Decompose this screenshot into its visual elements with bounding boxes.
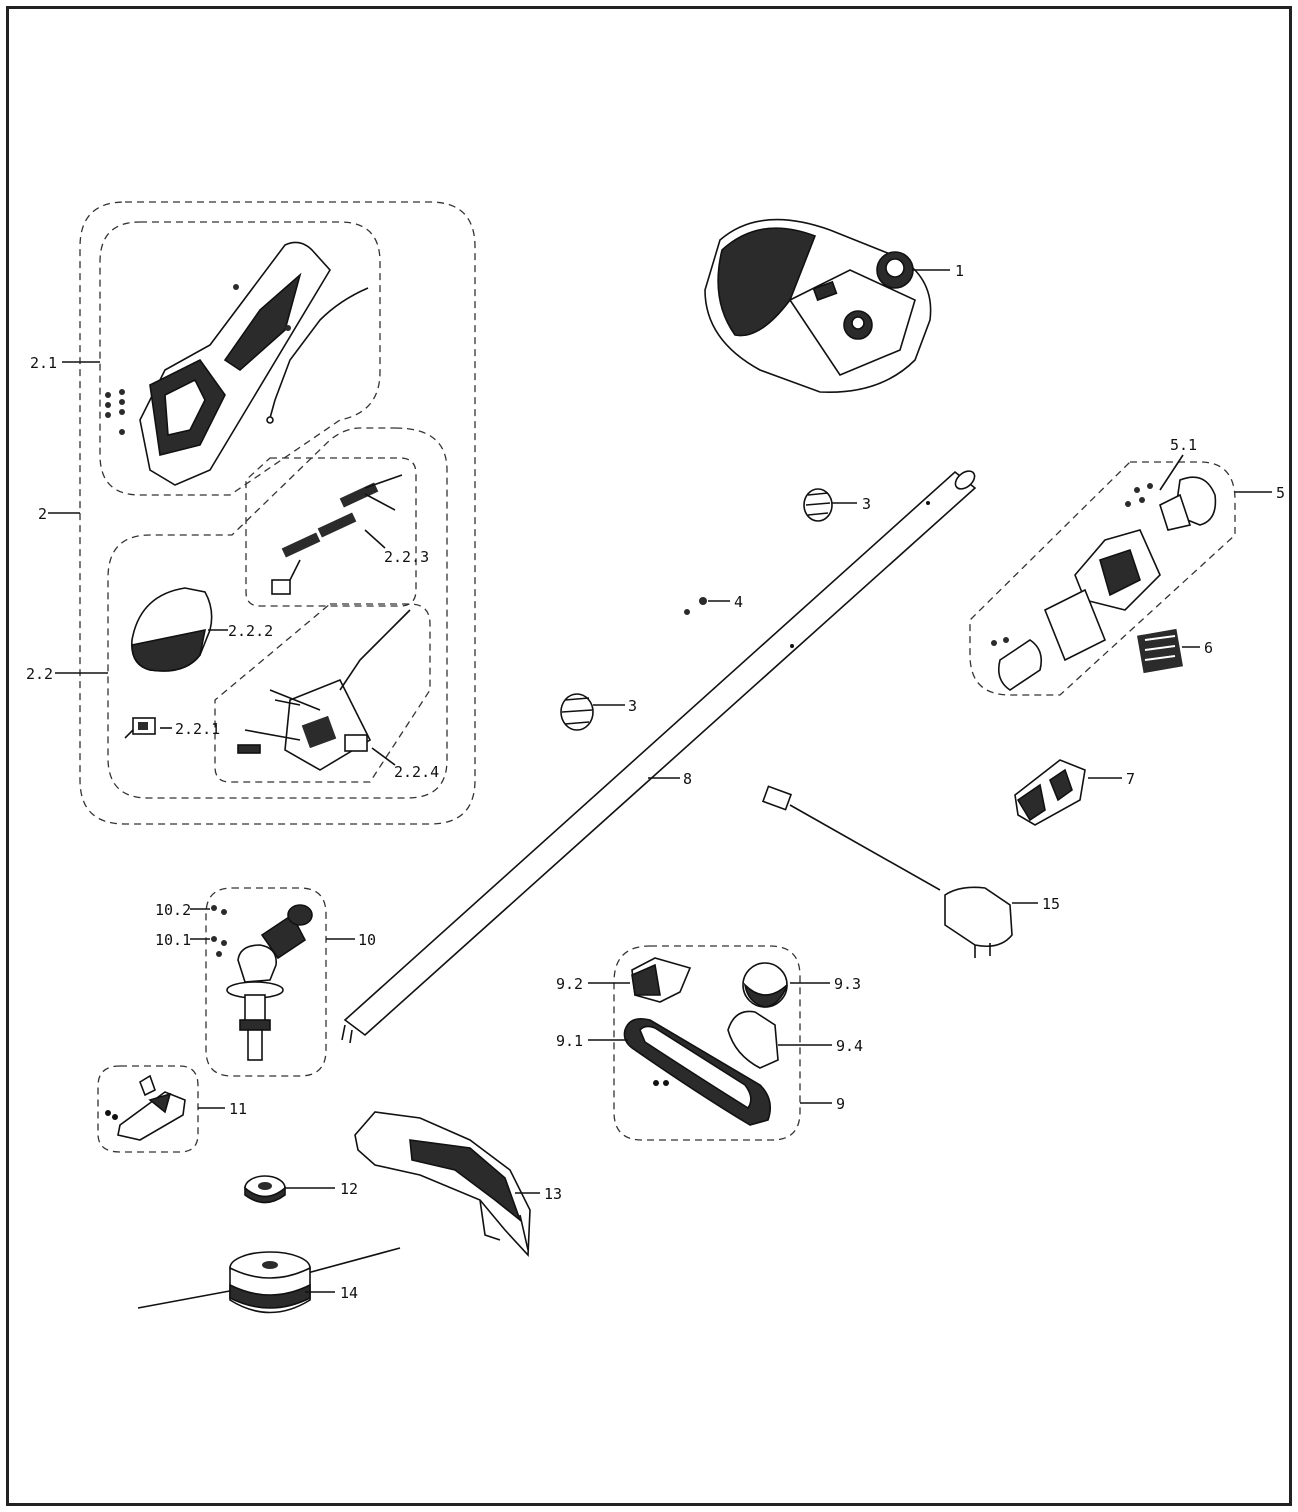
diagram-frame (6, 6, 1292, 1506)
label-2-2-1: 2.2.1 (175, 720, 220, 738)
contact-strips-part (271, 474, 403, 595)
charger-part (761, 785, 1013, 958)
bracket-part (105, 1074, 186, 1141)
leader-lines (48, 269, 1272, 1293)
group-11-outline (97, 1065, 199, 1153)
nut-part (244, 1175, 286, 1204)
label-8: 8 (683, 770, 692, 788)
guard-part (354, 1111, 531, 1257)
group-2-2-4-outline (214, 603, 431, 783)
circuit-board-part (237, 609, 411, 771)
label-13: 13 (544, 1185, 562, 1203)
brush-block-part (1137, 628, 1183, 674)
label-9-4: 9.4 (836, 1037, 863, 1055)
label-2-2-3: 2.2.3 (384, 548, 429, 566)
label-10-2: 10.2 (155, 901, 191, 919)
trimmer-head-part (137, 1247, 401, 1314)
group-2-2-outline (107, 427, 448, 799)
label-7: 7 (1126, 770, 1135, 788)
label-10-1: 10.1 (155, 931, 191, 949)
label-5-1: 5.1 (1170, 436, 1197, 454)
label-2-2-4: 2.2.4 (394, 763, 439, 781)
label-2-1: 2.1 (30, 354, 57, 372)
label-1: 1 (955, 262, 964, 280)
motor-housing-part (704, 218, 932, 394)
label-4: 4 (734, 593, 743, 611)
screw-part (684, 597, 707, 615)
group-9-outline (613, 945, 801, 1141)
gear-housing-part (991, 476, 1217, 691)
label-3-bottom: 3 (628, 697, 637, 715)
group-2-outline (79, 201, 476, 825)
gear-head-part (211, 904, 313, 1061)
switch-part (124, 717, 156, 739)
sleeve-part-top (803, 488, 833, 522)
label-9-3: 9.3 (834, 975, 861, 993)
group-5-outline (969, 461, 1236, 696)
label-9-1: 9.1 (556, 1032, 583, 1050)
label-11: 11 (229, 1100, 247, 1118)
shaft-part (341, 470, 977, 1044)
label-10: 10 (358, 931, 376, 949)
label-12: 12 (340, 1180, 358, 1198)
handle-assembly-part (105, 241, 369, 486)
battery-cover-part (131, 587, 213, 672)
aux-handle-part (623, 957, 788, 1126)
label-9-2: 9.2 (556, 975, 583, 993)
label-2: 2 (38, 505, 47, 523)
label-2-2-2: 2.2.2 (228, 622, 273, 640)
group-10-outline (205, 887, 327, 1077)
label-6: 6 (1204, 639, 1213, 657)
sleeve-part-bottom (560, 693, 594, 731)
label-3-top: 3 (862, 495, 871, 513)
label-5: 5 (1276, 484, 1285, 502)
label-2-2: 2.2 (26, 665, 53, 683)
label-14: 14 (340, 1284, 358, 1302)
label-15: 15 (1042, 895, 1060, 913)
battery-pack-part (1014, 759, 1086, 826)
label-9: 9 (836, 1095, 845, 1113)
